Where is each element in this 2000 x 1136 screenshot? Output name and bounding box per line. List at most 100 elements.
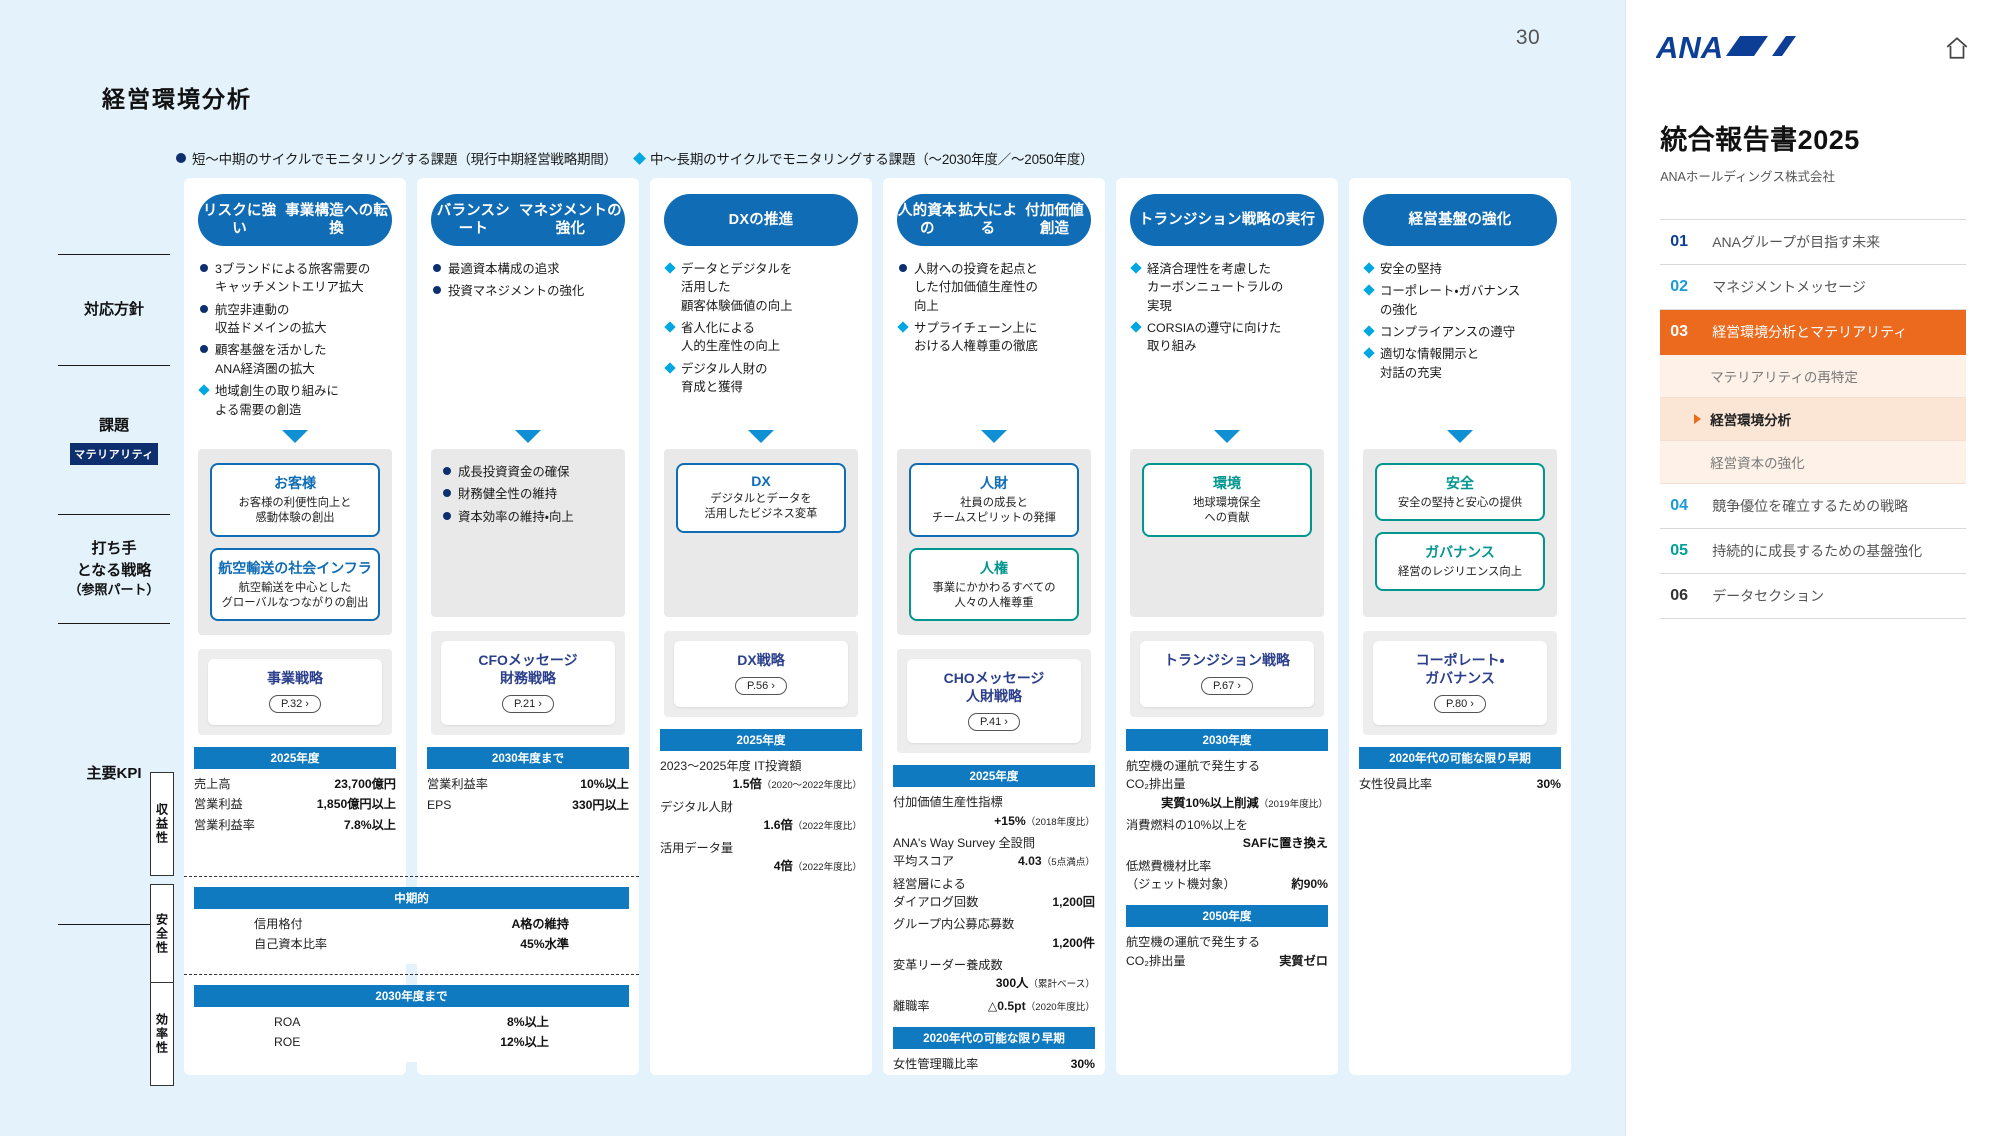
kpi-category-markers-2: 安全性 (150, 884, 174, 984)
toc-subitem[interactable]: 経営環境分析 (1660, 398, 1966, 441)
page-reference-link[interactable]: P.80 › (1434, 695, 1486, 714)
policy-list-human-capital: 人財への投資を起点とした付加価値生産性の向上サプライチェーン上における人権尊重の… (883, 246, 1105, 430)
materiality-box: 人権事業にかかわるすべての人々の人権尊重 (909, 547, 1079, 621)
down-arrow-icon (1447, 430, 1473, 443)
policy-item: 経済合理性を考慮したカーボンニュートラルの実現 (1130, 260, 1324, 315)
policy-item: コンプライアンスの遵守 (1363, 323, 1557, 341)
page-reference-link[interactable]: P.41 › (968, 713, 1020, 732)
kpi-row: 信用格付 A格の維持 (194, 915, 629, 933)
kpi-label: 売上高 (194, 777, 231, 792)
page-reference-link[interactable]: P.32 › (269, 695, 321, 714)
kpi-row: 離職率△0.5pt（2020年度比） (893, 997, 1095, 1015)
down-arrow-icon (981, 430, 1007, 443)
kpi-value: 1,850億円以上 (316, 797, 396, 812)
kpi-label: CO₂排出量 (1126, 953, 1186, 968)
column-header-human-capital: 人的資本の拡大による付加価値創造 (897, 194, 1091, 246)
toc-number: 01 (1670, 233, 1688, 250)
cyan-diamond-icon (1130, 321, 1142, 333)
strategy-card[interactable]: CHOメッセージ人財戦略 P.41 › (907, 659, 1081, 744)
kpi-note: （2022年度比） (792, 821, 862, 833)
down-arrow-icon (1214, 430, 1240, 443)
policy-item: 適切な情報開示と対話の充実 (1363, 345, 1557, 382)
policy-item: 安全の堅持 (1363, 260, 1557, 278)
kpi-label: 営業利益率 (194, 817, 255, 832)
kpi-label: 平均スコア (893, 854, 954, 869)
spacer (893, 1019, 1095, 1027)
materiality-box: 安全安全の堅持と安心の提供 (1375, 463, 1545, 522)
toc-subitem[interactable]: マテリアリティの再特定 (1660, 355, 1966, 398)
strategy-title: 事業戦略 (267, 670, 323, 686)
strategy-card[interactable]: 事業戦略 P.32 › (208, 659, 382, 726)
divider (58, 924, 170, 925)
policy-item: 最適資本構成の追求 (433, 260, 625, 278)
cyan-diamond-icon (664, 262, 676, 274)
materiality-title: 人財 (980, 475, 1008, 491)
toc-subitem[interactable]: 経営資本の強化 (1660, 441, 1966, 484)
kpi-band: 2025年度 (660, 729, 862, 752)
page-reference-link[interactable]: P.67 › (1201, 677, 1253, 696)
down-arrow-icon (282, 430, 308, 443)
sidebar-title: 統合報告書2025 (1660, 125, 1860, 155)
divider (184, 876, 639, 877)
kpi-label: 低燃費機材比率 (1126, 858, 1212, 873)
toc-subitem-label: マテリアリティの再特定 (1710, 370, 1858, 385)
materiality-title: 安全 (1446, 475, 1474, 491)
report-page: 30 経営環境分析 短～中期のサイクルでモニタリングする課題（現行中期経営戦略期… (0, 0, 1626, 1136)
navy-circle-icon (443, 511, 451, 520)
column-header-line: マネジメントの強化 (518, 202, 622, 237)
kpi-band-safety: 中期的 (194, 887, 629, 909)
down-arrow-icon (515, 430, 541, 443)
kpi-label: 自己資本比率 (254, 937, 328, 952)
toc-label: マネジメントメッセージ (1712, 279, 1866, 295)
materiality-box: 人財社員の成長とチームスピリットの発揮 (909, 463, 1079, 537)
kpi-row: 航空機の運航で発生する CO₂排出量 実質ゼロ (1126, 933, 1328, 970)
page-title: 経営環境分析 (102, 86, 252, 112)
kpi-category-profitability: 収益性 (150, 772, 174, 876)
kpi-note: （5点満点） (1041, 857, 1095, 869)
kpi-value: SAFに置き換え (1242, 836, 1328, 851)
materiality-bullet-item: 財務健全性の維持 (443, 485, 613, 503)
kpi-label: 離職率 (893, 998, 930, 1013)
kpi-note: （累計ベース） (1028, 979, 1095, 991)
sidebar-header: ANA (1626, 0, 2000, 96)
strategy-title: CHOメッセージ人財戦略 (943, 670, 1045, 705)
row-label-strategy-l1: 打ち手 (91, 539, 137, 557)
divider (58, 514, 170, 515)
kpi-value: 10%以上 (580, 777, 629, 792)
navy-circle-icon (433, 264, 441, 272)
kpi-band: 2050年度 (1126, 905, 1328, 928)
kpi-value: 30% (1070, 1057, 1095, 1072)
policy-item: CORSIAの遵守に向けた取り組み (1130, 319, 1324, 356)
policy-text: CORSIAの遵守に向けた取り組み (1147, 321, 1282, 354)
policy-text: 適切な情報開示と対話の充実 (1380, 347, 1480, 380)
svg-text:ANA: ANA (1656, 30, 1723, 65)
cyan-diamond-icon (1363, 284, 1375, 297)
materiality-desc: デジタルとデータを活用したビジネス変革 (704, 493, 818, 521)
kpi-label: 航空機の運航で発生する (1126, 935, 1261, 950)
home-icon[interactable] (1944, 35, 1970, 61)
shared-kpi-safety: 中期的 信用格付 A格の維持 自己資本比率 45%水準 (184, 876, 639, 964)
kpi-band: 2025年度 (893, 765, 1095, 788)
page-reference-link[interactable]: P.56 › (735, 677, 787, 696)
kpi-value: 1.6倍（2022年度比） (763, 818, 862, 833)
kpi-value: 実質ゼロ (1279, 953, 1328, 968)
row-label-policy: 対応方針 (83, 301, 144, 319)
page-reference-link[interactable]: P.21 › (502, 695, 554, 714)
materiality-title: 航空輸送の社会インフラ (218, 559, 372, 576)
kpi-value: A格の維持 (511, 917, 569, 931)
caret-right-icon (1694, 414, 1702, 424)
